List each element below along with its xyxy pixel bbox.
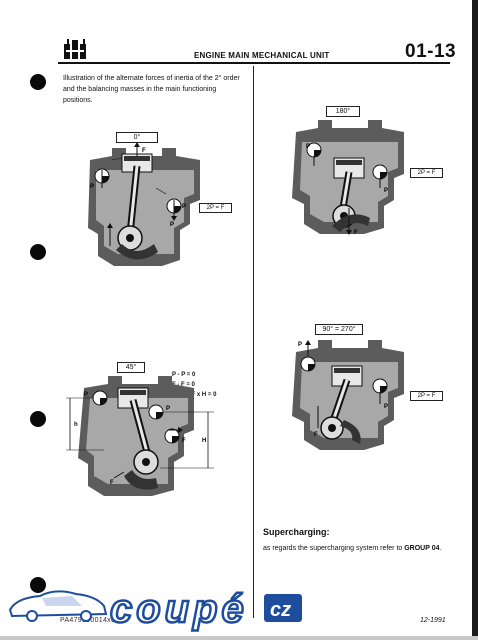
car-silhouette-icon (8, 590, 108, 622)
formula-box-180: 2P = F (410, 168, 443, 178)
punch-hole (30, 74, 46, 90)
angle-label-45: 45° (117, 362, 145, 373)
equation-3: P x h - F x H = 0 (172, 392, 217, 398)
engine-diagram-180: P P F (292, 120, 404, 236)
footer-date: 12-1991 (420, 617, 446, 624)
equation-1: P - P = 0 (172, 372, 196, 378)
diagram-label: F (354, 230, 358, 236)
diagram-label: P (170, 222, 174, 228)
diagram-label: H (202, 438, 206, 444)
diagram-label: P (306, 144, 310, 150)
watermark-text: coupé (110, 587, 248, 631)
manufacturer-logo-icon (64, 39, 86, 59)
diagram-label: P (84, 392, 88, 398)
engine-diagram-45: P P F F h H (66, 376, 214, 496)
formula-box-0: 2P = F (199, 203, 232, 213)
intro-paragraph: Illustration of the alternate forces of … (63, 75, 240, 104)
watermark-logo: coupé cz (8, 586, 302, 632)
diagram-label: F (142, 148, 146, 154)
diagram-label: h (74, 422, 78, 428)
engine-diagram-90-270: P P F (292, 340, 404, 450)
diagram-label: F (314, 432, 318, 438)
header-rule (58, 62, 450, 64)
equation-2: F - F = 0 (172, 382, 195, 388)
diagram-label: P (384, 404, 388, 410)
watermark-badge: cz (270, 599, 291, 621)
engine-diagram-0: F P P P (88, 142, 200, 266)
column-divider (253, 66, 254, 618)
footer-document-code: PA479900014x0000 (60, 617, 128, 624)
supercharging-paragraph: as regards the supercharging system refe… (263, 543, 453, 554)
formula-box-90-270: 2P = F (410, 391, 443, 401)
page-right-edge (472, 0, 478, 640)
angle-label-90-270: 90° = 270° (315, 324, 363, 335)
angle-label-180: 180° (326, 106, 360, 117)
diagram-label: P (298, 342, 302, 348)
diagram-label: P (90, 184, 94, 190)
diagram-label: F (110, 480, 114, 486)
supercharging-text-end: . (439, 545, 442, 552)
header-section-code: 01-13 (405, 41, 457, 62)
diagram-label: P (182, 204, 186, 210)
punch-hole (30, 577, 46, 593)
punch-hole (30, 411, 46, 427)
diagram-label: F (182, 438, 186, 444)
group-reference-link[interactable]: GROUP 04 (404, 545, 440, 552)
diagram-label: P (166, 406, 170, 412)
supercharging-text: as regards the supercharging system refe… (263, 545, 405, 552)
diagram-label: P (384, 188, 388, 194)
supercharging-heading: Supercharging: (263, 527, 330, 537)
punch-hole (30, 244, 46, 260)
page-bottom-edge (0, 636, 478, 640)
header-title: ENGINE MAIN MECHANICAL UNIT (194, 51, 330, 60)
